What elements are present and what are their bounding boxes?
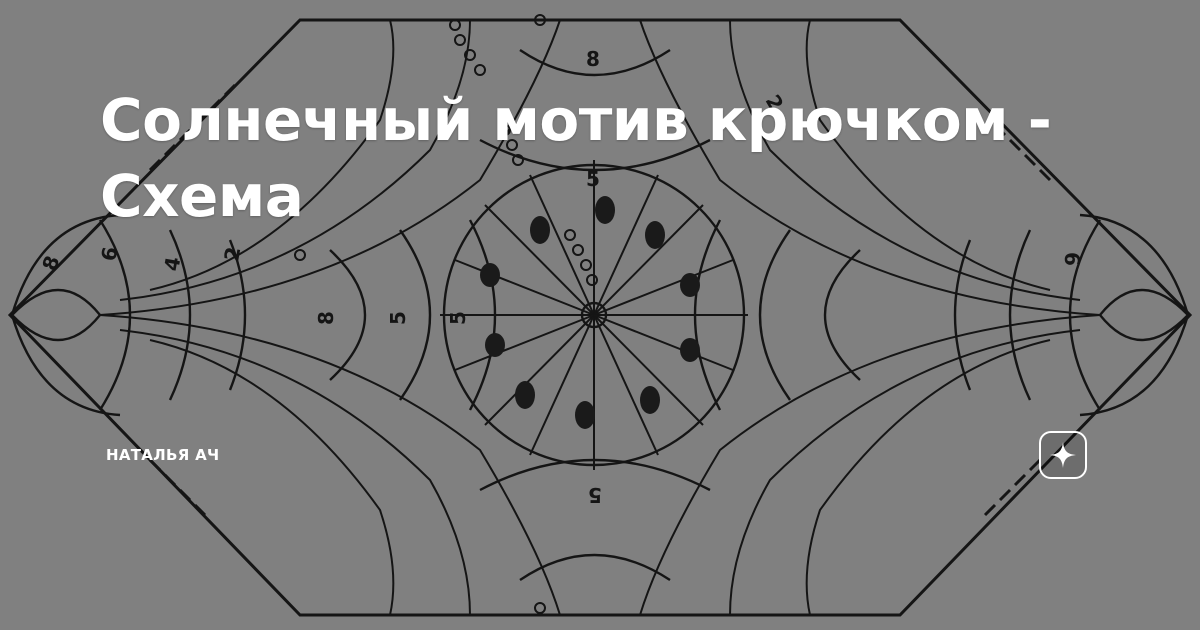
row-number: 6 <box>1060 252 1084 266</box>
row-number: 5 <box>446 311 470 325</box>
row-number: 5 <box>386 311 410 325</box>
row-number: 8 <box>314 311 338 325</box>
row-number: 5 <box>586 167 600 191</box>
author-name[interactable]: НАТАЛЬЯ АЧ <box>106 446 220 464</box>
row-number: 2 <box>219 245 245 263</box>
row-number: 4 <box>159 255 185 273</box>
row-number: 8 <box>37 252 64 273</box>
row-number: 8 <box>586 47 600 71</box>
article-title[interactable]: Солнечный мотив крючком - Схема <box>100 86 1052 230</box>
zen-star-icon[interactable] <box>1039 431 1087 479</box>
star-sparkle-icon <box>1050 442 1076 468</box>
row-number: 5 <box>588 483 602 507</box>
row-number: 6 <box>96 245 122 263</box>
